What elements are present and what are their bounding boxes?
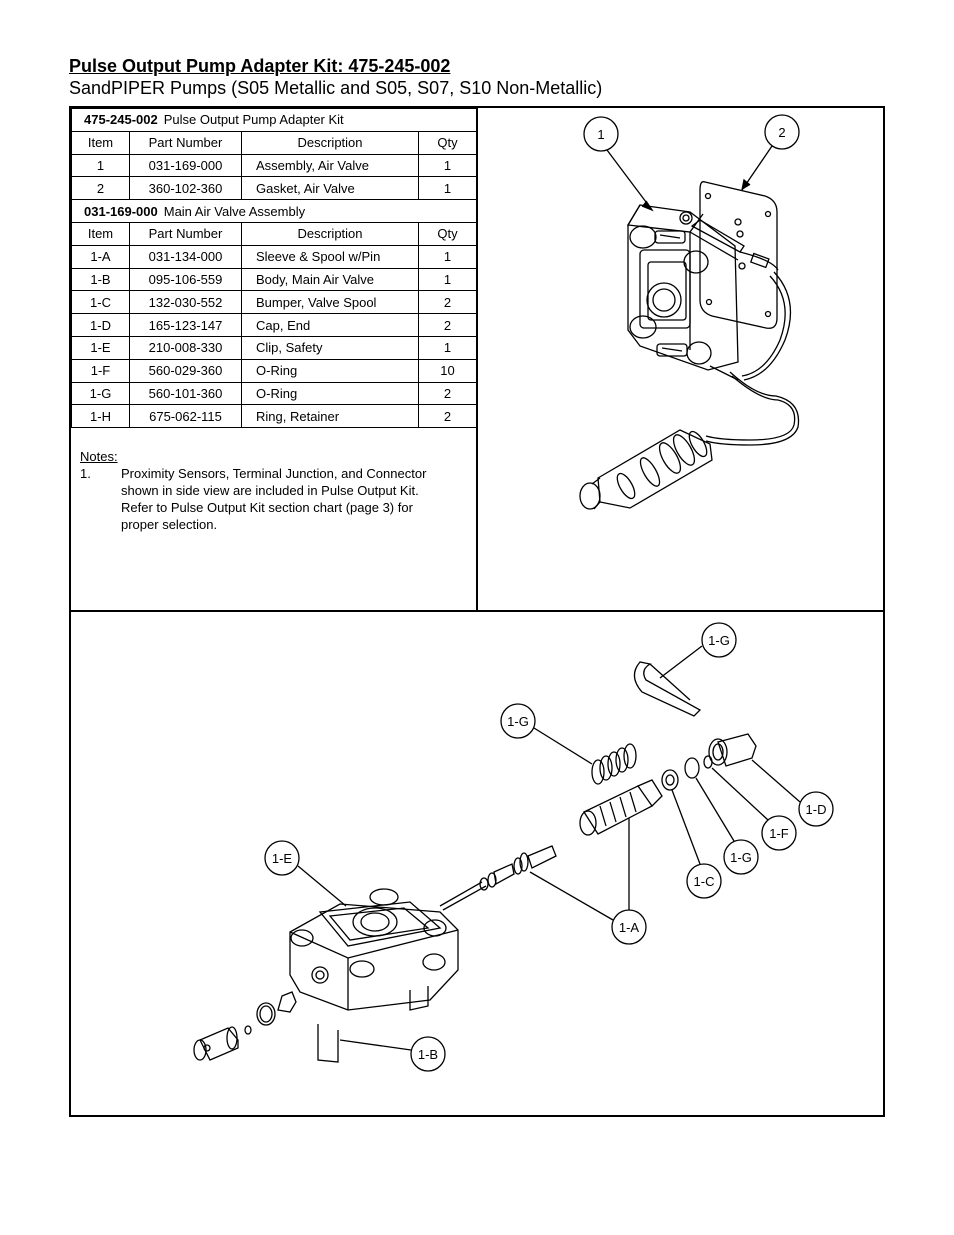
kit-part-number: 475-245-002	[84, 112, 158, 128]
notes-block: Notes: 1. Proximity Sensors, Terminal Ju…	[80, 448, 470, 533]
notes-heading: Notes:	[80, 449, 118, 464]
callout-label: 1-B	[418, 1047, 438, 1062]
callout-label: 2	[778, 125, 785, 140]
callout-label: 1-G	[507, 714, 529, 729]
callout-1-C	[671, 789, 722, 899]
callout-1	[583, 116, 654, 212]
callout-1-B	[339, 1036, 446, 1072]
page-subtitle: SandPIPER Pumps (S05 Metallic and S05, S…	[69, 78, 603, 98]
callout-1-F	[711, 767, 797, 851]
callout-label: 1-F	[769, 826, 789, 841]
assembled-valve-drawing	[579, 181, 800, 510]
exploded-valve-drawing	[193, 661, 757, 1063]
frame-divider-horizontal	[69, 610, 885, 612]
frame-divider-vertical	[476, 106, 478, 612]
callout-2	[741, 114, 800, 191]
callout-1-G-spring	[500, 703, 593, 765]
callout-balloons	[264, 114, 834, 1072]
callout-label: 1-D	[806, 802, 827, 817]
callout-label: 1-G	[708, 633, 730, 648]
assembly-part-number: 031-169-000	[84, 203, 158, 219]
kit-name: Pulse Output Pump Adapter Kit	[163, 112, 344, 128]
col-part-number: Part Number	[129, 130, 242, 155]
callout-1-G-oring	[695, 777, 759, 875]
callout-1-E	[264, 840, 347, 907]
note-item: 1. Proximity Sensors, Terminal Junction,…	[80, 466, 427, 532]
page-title: Pulse Output Pump Adapter Kit: 475-245-0…	[69, 56, 451, 76]
callout-label: 1-E	[272, 851, 293, 866]
callout-1-G-top	[659, 622, 737, 679]
callout-label: 1-C	[694, 874, 715, 889]
callout-label: 1-G	[730, 850, 752, 865]
callout-label: 1	[597, 127, 604, 142]
callout-1-D	[751, 759, 834, 827]
callout-1-A	[529, 818, 647, 945]
parts-table: 475-245-002 Pulse Output Pump Adapter Kit…	[70, 108, 478, 429]
callout-label: 1-A	[619, 920, 640, 935]
assembly-name: Main Air Valve Assembly	[163, 203, 306, 219]
